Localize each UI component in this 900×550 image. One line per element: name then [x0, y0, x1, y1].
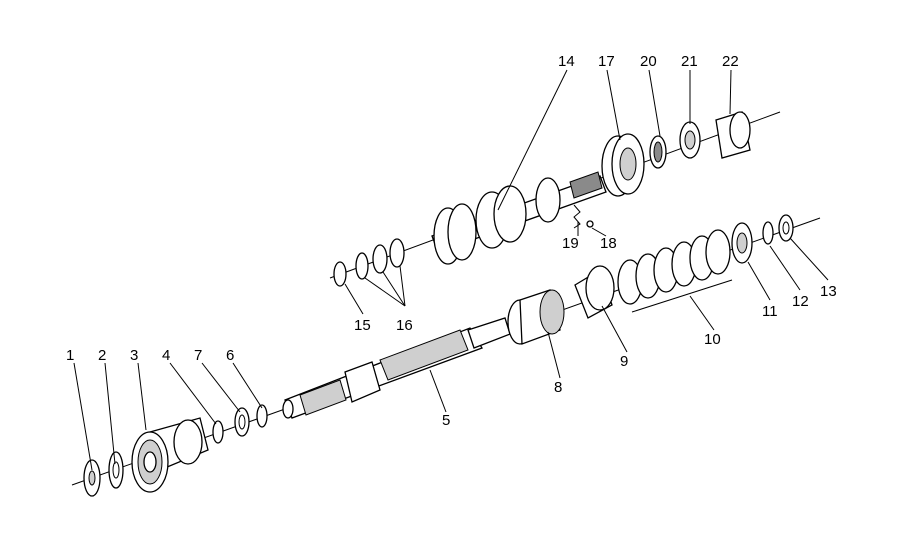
callout-15: 15: [354, 317, 371, 334]
callout-17: 17: [598, 53, 615, 70]
part-4-circlip: [212, 420, 224, 444]
part-10-spring: [617, 229, 731, 305]
part-17-gear: [601, 133, 645, 197]
callout-11: 11: [762, 303, 778, 320]
leader-lines: [73, 69, 829, 471]
part-15-shim: [333, 261, 347, 287]
callout-5: 5: [442, 412, 450, 429]
part-5-mainshaft: [282, 317, 511, 419]
callout-21: 21: [681, 53, 698, 70]
part-6-circlip: [256, 404, 268, 428]
callout-2: 2: [98, 347, 106, 364]
callout-16: 16: [396, 317, 413, 334]
callout-10: 10: [704, 331, 721, 348]
part-14-layshaft: [431, 171, 607, 265]
callout-22: 22: [722, 53, 739, 70]
part-21-bush: [679, 121, 701, 159]
part-16-shims: [355, 238, 405, 280]
callout-7: 7: [194, 347, 202, 364]
callout-14: 14: [558, 53, 575, 70]
callout-9: 9: [620, 353, 628, 370]
callout-19: 19: [562, 235, 579, 252]
callout-1: 1: [66, 347, 74, 364]
callout-3: 3: [130, 347, 138, 364]
part-9-sleeve: [574, 265, 615, 319]
callout-6: 6: [226, 347, 234, 364]
part-20-bearing: [649, 135, 667, 169]
part-2-lock-washer: [108, 451, 124, 489]
part-18-ball: [586, 220, 594, 228]
callout-8: 8: [554, 379, 562, 396]
part-22-selector: [715, 111, 751, 159]
callout-20: 20: [640, 53, 657, 70]
callout-12: 12: [792, 293, 809, 310]
part-3-gear: [131, 417, 209, 493]
part-19-spring: [573, 204, 581, 229]
part-8-gear: [507, 289, 565, 345]
part-1-nut: [83, 459, 101, 497]
part-13-washer: [778, 214, 794, 242]
callout-18: 18: [600, 235, 617, 252]
part-7-washer: [234, 407, 250, 437]
callout-4: 4: [162, 347, 170, 364]
part-12-circlip: [762, 221, 774, 245]
callout-13: 13: [820, 283, 837, 300]
part-11-washer: [731, 222, 753, 264]
